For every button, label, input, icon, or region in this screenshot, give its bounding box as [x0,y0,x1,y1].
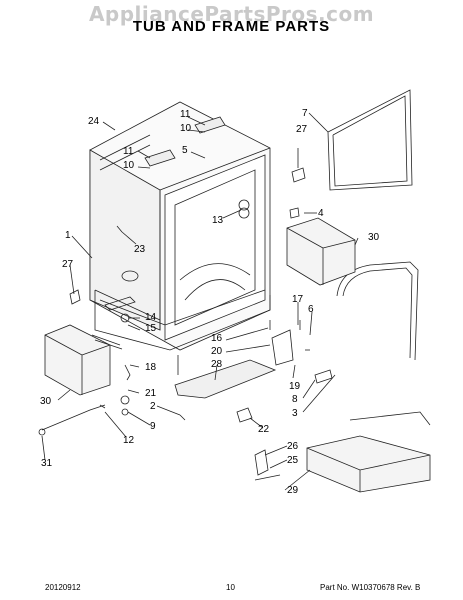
callout-label: 16 [211,333,223,344]
callout-label: 30 [368,232,380,243]
callout-labels: 2411101110572741330123271761415162028182… [40,108,380,496]
callout-label: 18 [145,362,157,373]
callout-label: 28 [211,359,223,370]
page-title: TUB AND FRAME PARTS [132,18,331,35]
callout-label: 15 [145,323,157,334]
tub-frame-drawing [38,89,431,493]
callout-label: 17 [292,294,304,305]
callout-label: 27 [296,124,308,135]
callout-label: 11 [180,109,191,120]
callout-label: 3 [292,408,298,419]
callout-label: 12 [123,435,135,446]
callout-label: 14 [145,312,157,323]
footer-part-number: Part No. W10370678 Rev. B [320,583,421,592]
callout-label: 4 [318,208,324,219]
watermark: AppliancePartsPros.com [88,2,375,26]
callout-label: 11 [123,146,134,157]
callout-label: 19 [289,381,301,392]
callout-label: 30 [40,396,52,407]
callout-label: 2 [150,401,156,412]
callout-label: 23 [134,244,146,255]
callout-label: 7 [302,108,308,119]
callout-label: 10 [180,123,192,134]
footer-date: 20120912 [45,583,81,592]
callout-label: 26 [287,441,299,452]
callout-label: 8 [292,394,298,405]
callout-label: 6 [308,304,314,315]
callout-label: 10 [123,160,135,171]
callout-label: 20 [211,346,223,357]
callout-label: 24 [88,116,100,127]
callout-label: 1 [65,230,71,241]
callout-label: 27 [62,259,74,270]
callout-label: 13 [212,215,224,226]
footer-page-number: 10 [226,583,235,592]
callout-label: 22 [258,424,270,435]
callout-label: 29 [287,485,299,496]
callout-label: 5 [182,145,188,156]
callout-label: 25 [287,455,299,466]
callout-label: 9 [150,421,156,432]
callout-label: 31 [41,458,53,469]
callout-label: 21 [145,388,157,399]
